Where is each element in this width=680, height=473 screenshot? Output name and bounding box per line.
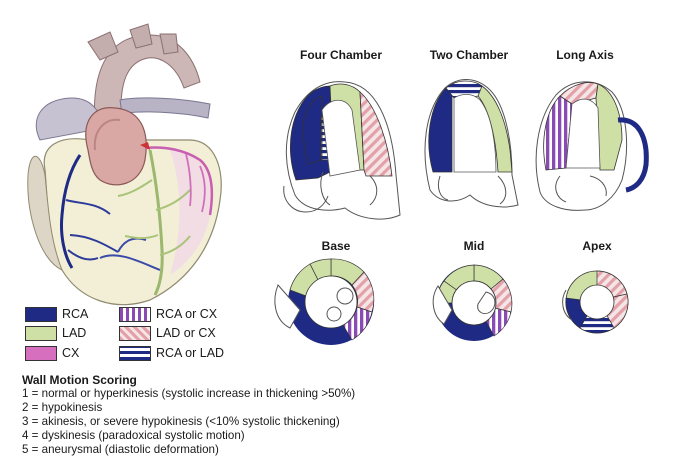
scoring-item: 5 = aneurysmal (diastolic deformation) (22, 443, 219, 456)
legend-item-cx: CX (25, 345, 79, 361)
scoring-item: 3 = akinesis, or severe hypokinesis (<10… (22, 415, 340, 428)
title-base: Base (321, 239, 351, 253)
heart-illustration (27, 23, 222, 306)
swatch-solid-pink (25, 345, 57, 361)
legend-label: RCA or CX (156, 307, 218, 321)
scoring-item: 2 = hypokinesis (22, 401, 103, 414)
swatch-stripes-diagonal-pink (119, 325, 151, 341)
legend-item-rca-or-cx: RCA or CX (119, 306, 217, 322)
title-long-axis: Long Axis (556, 48, 614, 62)
mid-view (432, 264, 513, 341)
swatch-solid-green (25, 325, 57, 341)
swatch-stripes-vertical-purple (119, 306, 151, 322)
title-four-chamber: Four Chamber (299, 48, 382, 62)
legend-label: LAD or CX (156, 326, 216, 340)
title-mid: Mid (463, 239, 485, 253)
wall-motion-scoring: Wall Motion Scoring 1 = normal or hyperk… (22, 373, 355, 457)
scoring-title: Wall Motion Scoring (22, 373, 137, 387)
four-chamber-view (283, 81, 401, 220)
scoring-item: 4 = dyskinesis (paradoxical systolic mot… (22, 429, 245, 442)
legend-label: LAD (62, 326, 87, 340)
title-two-chamber: Two Chamber (429, 48, 509, 62)
legend-label: RCA or LAD (156, 346, 225, 360)
title-apex: Apex (582, 239, 612, 253)
legend-item-rca-or-lad: RCA or LAD (119, 345, 224, 361)
swatch-stripes-horizontal-navy (119, 345, 151, 361)
legend-item-rca: RCA (25, 306, 88, 322)
two-chamber-view (424, 79, 519, 208)
base-view (274, 258, 375, 345)
long-axis-view (535, 81, 649, 211)
apex-view (562, 270, 629, 334)
legend-label: CX (62, 346, 80, 360)
swatch-solid-navy (25, 306, 57, 322)
legend-item-lad: LAD (25, 325, 86, 341)
legend-label: RCA (62, 307, 89, 321)
scoring-item: 1 = normal or hyperkinesis (systolic inc… (22, 387, 356, 400)
legend-item-lad-or-cx: LAD or CX (119, 325, 216, 341)
